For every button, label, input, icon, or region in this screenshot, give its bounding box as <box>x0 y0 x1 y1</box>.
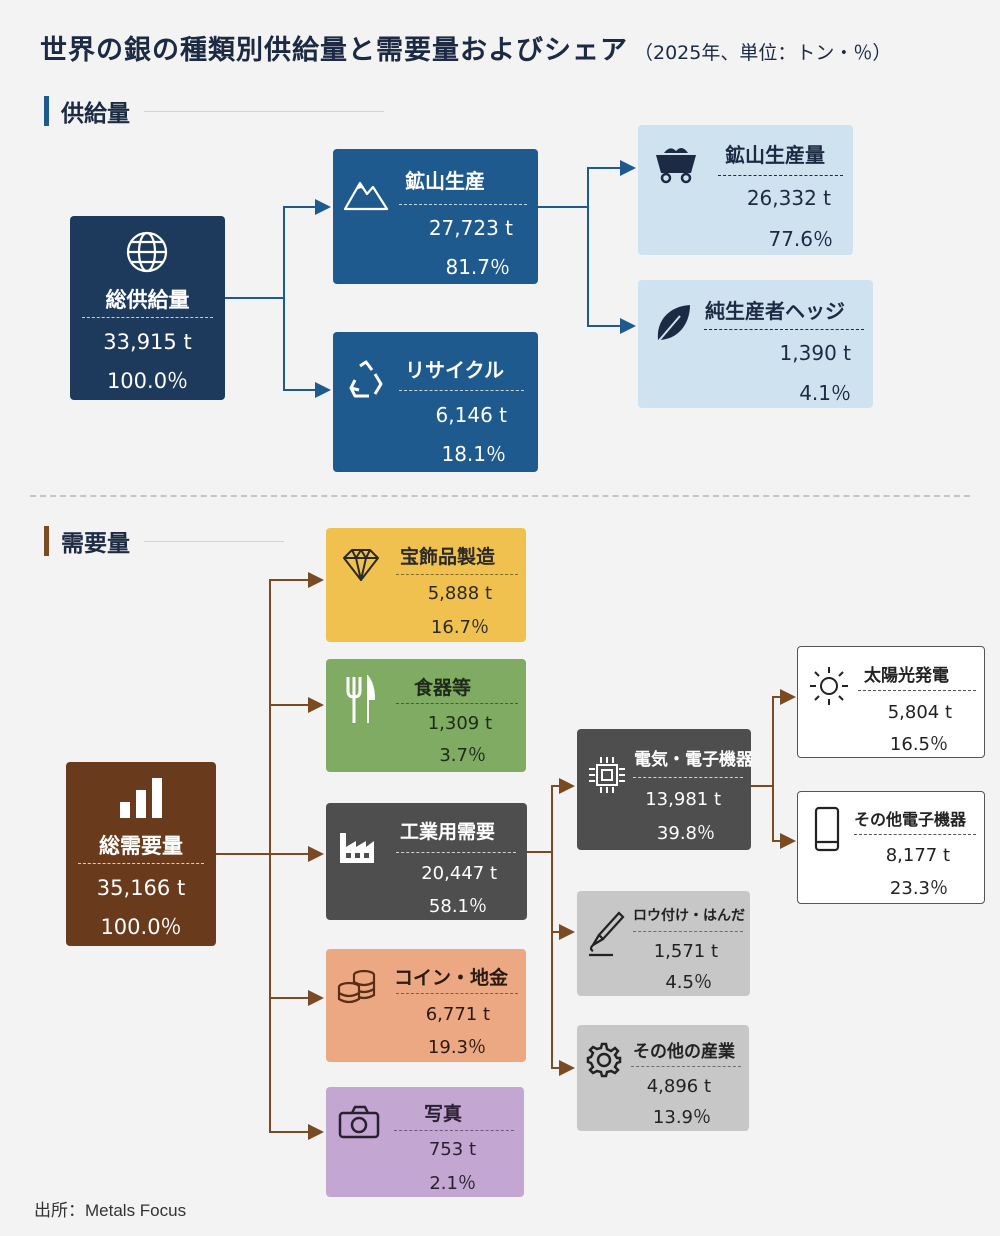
tableware-box: 食器等 1,309 t 3.7％ <box>326 659 526 772</box>
supply-heading: 供給量 <box>44 94 384 128</box>
other-industry-box: その他の産業 4,896 t 13.9％ <box>577 1025 749 1131</box>
camera-icon <box>338 1105 380 1139</box>
soldering-icon <box>589 911 625 957</box>
section-divider <box>30 495 970 497</box>
recycle-box: リサイクル 6,146 t 18.1％ <box>333 332 538 472</box>
arrow-electronics-to-solar <box>751 689 796 787</box>
mine-cart-icon <box>656 147 696 184</box>
arrow-total-to-jewelry <box>269 572 324 854</box>
solar-box: 太陽光発電 5,804 t 16.5％ <box>797 646 985 758</box>
title-main: 世界の銀の種類別供給量と需要量およびシェア <box>40 35 628 66</box>
cutlery-icon <box>346 675 376 723</box>
leaf-icon <box>655 305 690 345</box>
chip-icon <box>589 757 625 793</box>
gear-icon <box>586 1042 622 1078</box>
title-unit: （2025年、単位：トン・％） <box>634 42 892 64</box>
mountain-icon <box>343 181 389 211</box>
other-electronics-box: その他電子機器 8,177 t 23.3％ <box>797 791 985 904</box>
coins-box: コイン・地金 6,771 t 19.3％ <box>326 949 526 1062</box>
demand-heading: 需要量 <box>44 524 284 558</box>
sun-icon <box>810 667 848 705</box>
demand-total-box: 総需要量 35,166 t 100.0％ <box>66 762 216 946</box>
arrow-mine-to-production <box>538 160 636 208</box>
brazing-box: ロウ付け・はんだ 1,571 t 4.5％ <box>577 891 750 996</box>
mine-production-box: 鉱山生産量 26,332 t 77.6％ <box>638 125 853 255</box>
source-note: 出所：Metals Focus <box>34 1201 187 1220</box>
arrow-total-to-recycle <box>283 298 331 398</box>
globe-icon <box>126 231 168 273</box>
arrow-industrial-to-electronics <box>527 778 575 853</box>
supply-total-box: 総供給量 33,915 t 100.0％ <box>70 216 225 400</box>
page-title: 世界の銀の種類別供給量と需要量およびシェア （2025年、単位：トン・％） <box>40 28 891 67</box>
mine-box: 鉱山生産 27,723 t 81.7％ <box>333 149 538 284</box>
smartphone-icon <box>814 806 840 852</box>
net-hedge-box: 純生産者ヘッジ 1,390 t 4.1％ <box>638 280 873 408</box>
arrow-electronics-to-other-electronics <box>772 786 796 849</box>
arrow-total-to-photo <box>269 854 324 1140</box>
diamond-icon <box>343 549 379 581</box>
recycle-icon <box>349 360 383 398</box>
photo-box: 写真 753 t 2.1％ <box>326 1087 524 1197</box>
electronics-box: 電気・電子機器 13,981 t 39.8％ <box>577 729 753 850</box>
industrial-box: 工業用需要 20,447 t 58.1％ <box>326 803 527 920</box>
factory-icon <box>340 833 374 863</box>
arrow-industrial-to-other <box>551 852 575 1076</box>
bar-chart-icon <box>120 778 162 818</box>
arrow-mine-to-hedge <box>587 207 636 334</box>
coins-icon <box>337 969 376 1004</box>
arrow-total-to-mine <box>225 199 331 299</box>
jewelry-box: 宝飾品製造 5,888 t 16.7％ <box>326 528 526 642</box>
